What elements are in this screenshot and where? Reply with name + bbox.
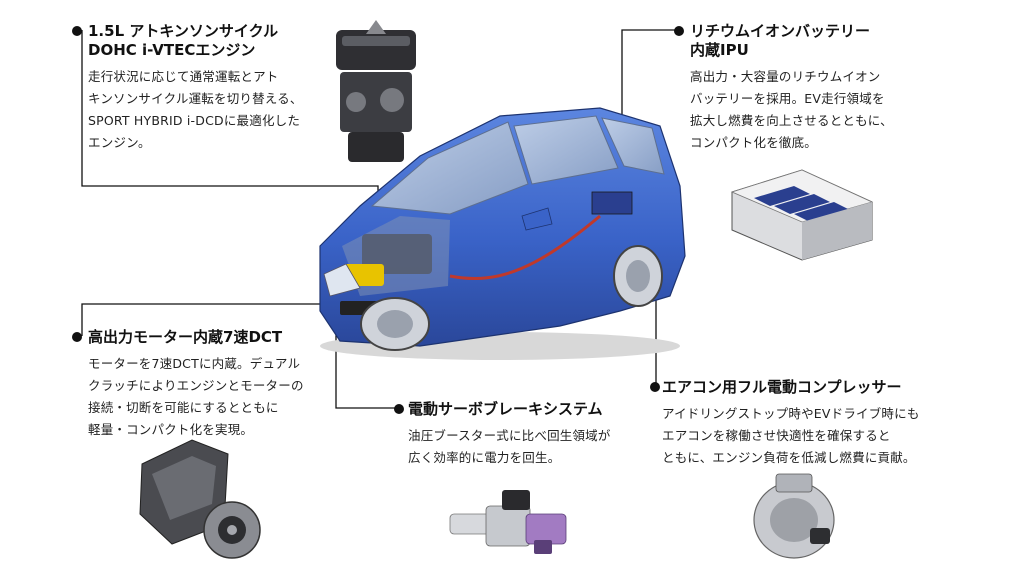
ac-title: エアコン用フル電動コンプレッサー	[662, 378, 902, 396]
brake-title: 電動サーボブレーキシステム	[408, 400, 603, 418]
ac-desc-line: アイドリングストップ時やEVドライブ時にも	[662, 406, 920, 421]
battery-bullet	[674, 26, 684, 36]
dct-desc-line: モーターを7速DCTに内蔵。デュアル	[88, 356, 301, 371]
engine-desc-line: 走行状況に応じて通常運転とアト	[88, 69, 279, 84]
engine-image	[336, 20, 416, 162]
battery-desc-line: バッテリーを採用。EV走行領域を	[690, 91, 885, 106]
battery-callout: リチウムイオンバッテリー 内蔵IPU 高出力・大容量のリチウムイオン バッテリー…	[690, 22, 930, 154]
dct-description: モーターを7速DCTに内蔵。デュアル クラッチによりエンジンとモーターの 接続・…	[88, 353, 328, 441]
battery-title-line1: リチウムイオンバッテリー	[690, 22, 871, 40]
engine-title-line1: 1.5L アトキンソンサイクル	[88, 22, 279, 40]
engine-bullet	[72, 26, 82, 36]
brake-desc-line: 油圧ブースター式に比べ回生領域が	[408, 428, 611, 443]
dct-desc-line: クラッチによりエンジンとモーターの	[88, 378, 304, 393]
dct-bullet	[72, 332, 82, 342]
brake-image	[449, 490, 567, 554]
ac-bullet	[650, 382, 660, 392]
ac-description: アイドリングストップ時やEVドライブ時にも エアコンを稼働させ快適性を確保すると…	[662, 403, 924, 469]
battery-desc-line: 拡大し燃費を向上させるとともに、	[690, 113, 893, 128]
ac-desc-line: ともに、エンジン負荷を低減し燃費に貢献。	[662, 450, 916, 465]
dct-desc-line: 軽量・コンパクト化を実現。	[88, 422, 254, 437]
brake-bullet	[394, 404, 404, 414]
engine-desc-line: SPORT HYBRID i-DCDに最適化した	[88, 113, 301, 128]
brake-description: 油圧ブースター式に比べ回生領域が 広く効率的に電力を回生。	[408, 425, 648, 469]
engine-callout: 1.5L アトキンソンサイクル DOHC i-VTECエンジン 走行状況に応じて…	[88, 22, 328, 154]
dct-image	[139, 439, 261, 559]
engine-description: 走行状況に応じて通常運転とアト キンソンサイクル運転を切り替える、 SPORT …	[88, 66, 328, 154]
engine-desc-line: エンジン。	[88, 135, 151, 150]
car-image	[319, 107, 686, 360]
engine-desc-line: キンソンサイクル運転を切り替える、	[88, 91, 303, 106]
battery-desc-line: 高出力・大容量のリチウムイオン	[690, 69, 881, 84]
brake-callout: 電動サーボブレーキシステム 油圧ブースター式に比べ回生領域が 広く効率的に電力を…	[408, 400, 648, 469]
ac-callout: エアコン用フル電動コンプレッサー アイドリングストップ時やEVドライブ時にも エ…	[662, 378, 924, 469]
engine-title-line2: DOHC i-VTECエンジン	[88, 41, 256, 59]
brake-desc-line: 広く効率的に電力を回生。	[408, 450, 561, 465]
battery-title-line2: 内蔵IPU	[690, 41, 749, 59]
battery-desc-line: コンパクト化を徹底。	[690, 135, 818, 150]
dct-desc-line: 接続・切断を可能にするとともに	[88, 400, 279, 415]
ac-desc-line: エアコンを稼働させ快適性を確保すると	[662, 428, 891, 443]
battery-title: リチウムイオンバッテリー 内蔵IPU	[690, 22, 930, 60]
battery-image	[730, 169, 874, 261]
battery-description: 高出力・大容量のリチウムイオン バッテリーを採用。EV走行領域を 拡大し燃費を向…	[690, 66, 930, 154]
dct-callout: 高出力モーター内蔵7速DCT モーターを7速DCTに内蔵。デュアル クラッチによ…	[88, 328, 328, 441]
compressor-image	[753, 473, 835, 559]
engine-title: 1.5L アトキンソンサイクル DOHC i-VTECエンジン	[88, 22, 328, 60]
dct-title: 高出力モーター内蔵7速DCT	[88, 328, 283, 346]
